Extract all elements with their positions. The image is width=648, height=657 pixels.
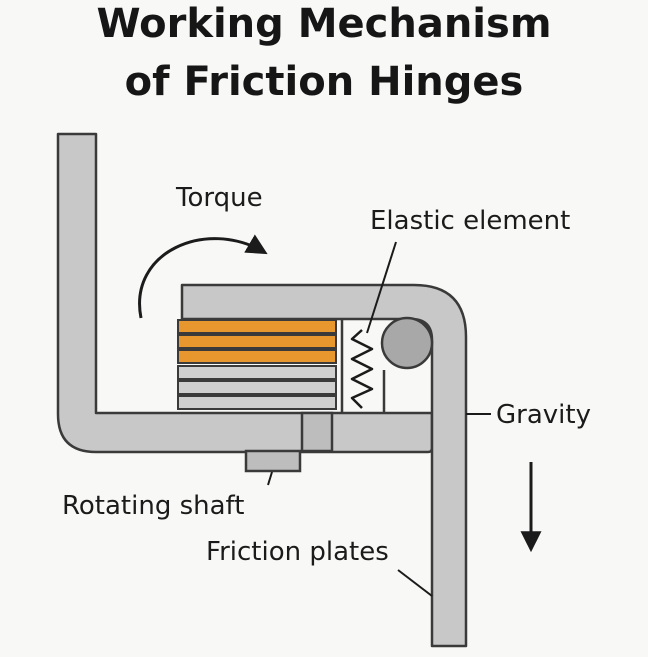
torque-label: Torque [175, 183, 263, 213]
rotating-shaft-label: Rotating shaft [62, 491, 244, 521]
friction-plate [177, 334, 337, 349]
steel-plate [177, 395, 337, 410]
elastic-element-leader [366, 241, 397, 334]
torque-arrow [138, 234, 268, 319]
steel-plate [177, 380, 337, 395]
gravity-label: Gravity [496, 400, 591, 430]
title-line-2: of Friction Hinges [124, 59, 524, 105]
friction-plates-leader [397, 569, 433, 597]
title-line-1: Working Mechanism [96, 1, 552, 47]
friction-plate [177, 319, 337, 334]
elastic-spring [350, 329, 374, 409]
pivot-pin [380, 316, 434, 370]
friction-plates-label: Friction plates [206, 537, 389, 567]
elastic-element-label: Elastic element [370, 206, 570, 236]
friction-plate [177, 349, 337, 364]
rotating-shaft-collar [300, 411, 334, 453]
steel-plate [177, 365, 337, 380]
rotating-shaft-end [244, 449, 302, 473]
rotating-shaft-leader [267, 471, 273, 486]
